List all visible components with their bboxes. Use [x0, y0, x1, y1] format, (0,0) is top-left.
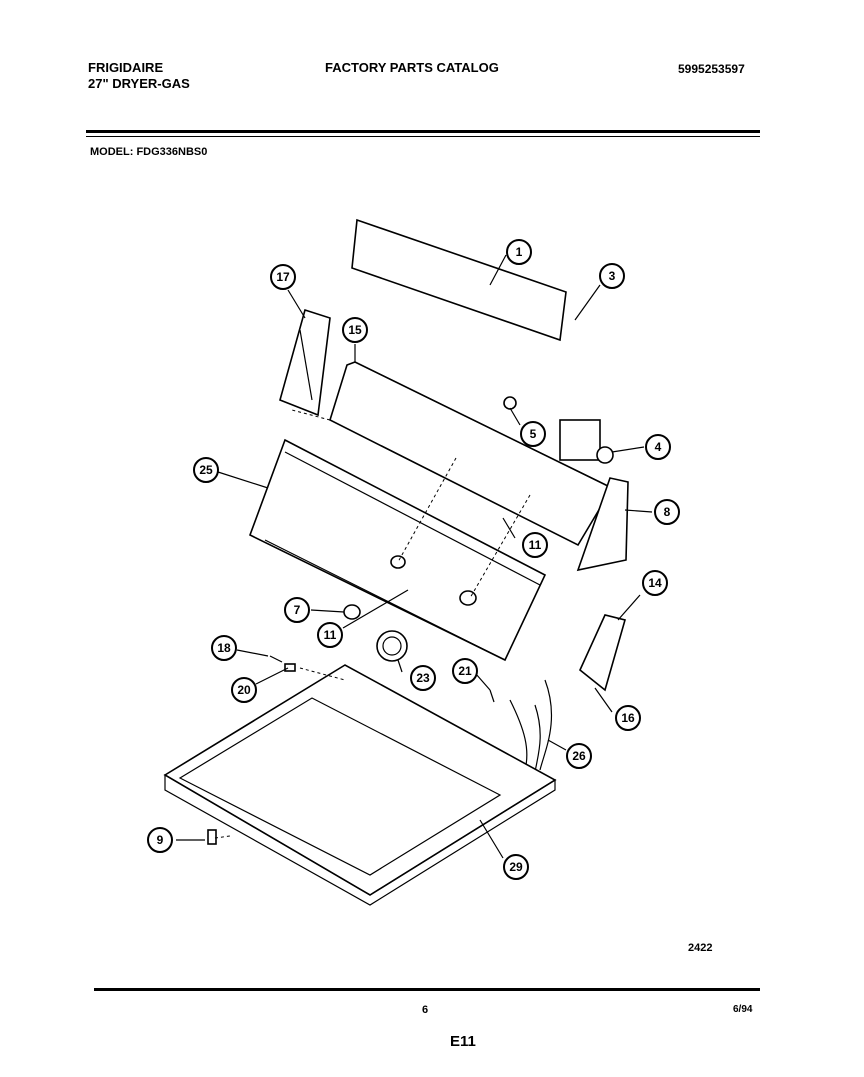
- callout-5: 5: [520, 421, 546, 447]
- assembly-line-b: [469, 494, 531, 599]
- panel-opening: [390, 555, 406, 569]
- timer-shaft: [596, 446, 614, 464]
- part-rear-panel: [351, 218, 567, 342]
- callout-18: 18: [211, 635, 237, 661]
- callout-11-lower: 11: [317, 622, 343, 648]
- callout-number: 21: [458, 664, 472, 678]
- callout-number: 26: [572, 749, 586, 763]
- callout-number: 18: [217, 641, 231, 655]
- part-screw: [269, 655, 283, 663]
- callout-20: 20: [231, 677, 257, 703]
- part-end-cap: [576, 477, 629, 572]
- part-ignitor: [579, 614, 626, 692]
- callout-8: 8: [654, 499, 680, 525]
- drawing-number: 2422: [688, 942, 713, 954]
- part-knob: [343, 604, 361, 620]
- callout-number: 14: [648, 576, 662, 590]
- header-rule-thin: [86, 136, 760, 137]
- callout-23: 23: [410, 665, 436, 691]
- footer-rule: [94, 988, 760, 991]
- callout-7: 7: [284, 597, 310, 623]
- callout-3: 3: [599, 263, 625, 289]
- callout-26: 26: [566, 743, 592, 769]
- callout-number: 11: [529, 538, 542, 552]
- part-control-console: [329, 361, 614, 547]
- callout-4: 4: [645, 434, 671, 460]
- callout-number: 9: [157, 833, 164, 847]
- part-screw-b: [489, 689, 495, 703]
- callout-number: 5: [530, 427, 537, 441]
- part-switch: [503, 396, 517, 410]
- callout-number: 15: [348, 323, 362, 337]
- callout-25: 25: [193, 457, 219, 483]
- assembly-line-c: [291, 409, 331, 421]
- panel-edge: [284, 451, 541, 586]
- callout-9: 9: [147, 827, 173, 853]
- callout-number: 16: [621, 711, 635, 725]
- model-line: MODEL: FDG336NBS0: [90, 146, 208, 158]
- leader-lines: [176, 254, 653, 859]
- callout-number: 17: [276, 270, 290, 284]
- assembly-line-d: [214, 835, 231, 839]
- callout-11-upper: 11: [522, 532, 548, 558]
- part-clip: [284, 663, 296, 672]
- wire-harness-b: [539, 679, 553, 771]
- assembly-line: [397, 457, 457, 563]
- callout-number: 23: [416, 671, 430, 685]
- callout-1: 1: [506, 239, 532, 265]
- callout-number: 7: [294, 603, 301, 617]
- top-inner-edge: [178, 697, 502, 876]
- header-rule-thick: [86, 130, 760, 133]
- catalog-number: 5995253597: [678, 62, 745, 76]
- callout-number: 20: [237, 683, 251, 697]
- panel-opening-right: [459, 590, 477, 606]
- page-number: 6: [422, 1004, 429, 1016]
- part-timer: [559, 419, 601, 461]
- part-hinge-pin: [207, 829, 217, 845]
- catalog-date: 6/94: [733, 1004, 753, 1015]
- callout-16: 16: [615, 705, 641, 731]
- section-code: E11: [450, 1033, 476, 1050]
- callout-21: 21: [452, 658, 478, 684]
- console-edge: [354, 361, 613, 489]
- panel-bottom-edge: [264, 539, 506, 661]
- callout-17: 17: [270, 264, 296, 290]
- bracket-detail: [299, 329, 313, 401]
- brand-name: FRIGIDAIRE: [88, 60, 164, 75]
- brand-block: FRIGIDAIRE 27" DRYER-GAS: [88, 60, 190, 92]
- part-top: [163, 664, 557, 896]
- top-side: [164, 773, 556, 906]
- callout-number: 11: [324, 628, 337, 642]
- wire-harness-c: [534, 704, 541, 773]
- callout-number: 1: [516, 245, 523, 259]
- callout-number: 8: [664, 505, 671, 519]
- callout-14: 14: [642, 570, 668, 596]
- callout-number: 29: [509, 860, 523, 874]
- product-name: 27" DRYER-GAS: [88, 76, 190, 91]
- callout-number: 3: [609, 269, 616, 283]
- assembly-line-e: [299, 667, 346, 681]
- callout-15: 15: [342, 317, 368, 343]
- callout-29: 29: [503, 854, 529, 880]
- catalog-title: FACTORY PARTS CATALOG: [325, 60, 499, 75]
- timer-knob-face: [382, 636, 402, 656]
- part-timer-knob: [376, 630, 408, 662]
- callout-number: 4: [655, 440, 662, 454]
- callout-number: 25: [199, 463, 213, 477]
